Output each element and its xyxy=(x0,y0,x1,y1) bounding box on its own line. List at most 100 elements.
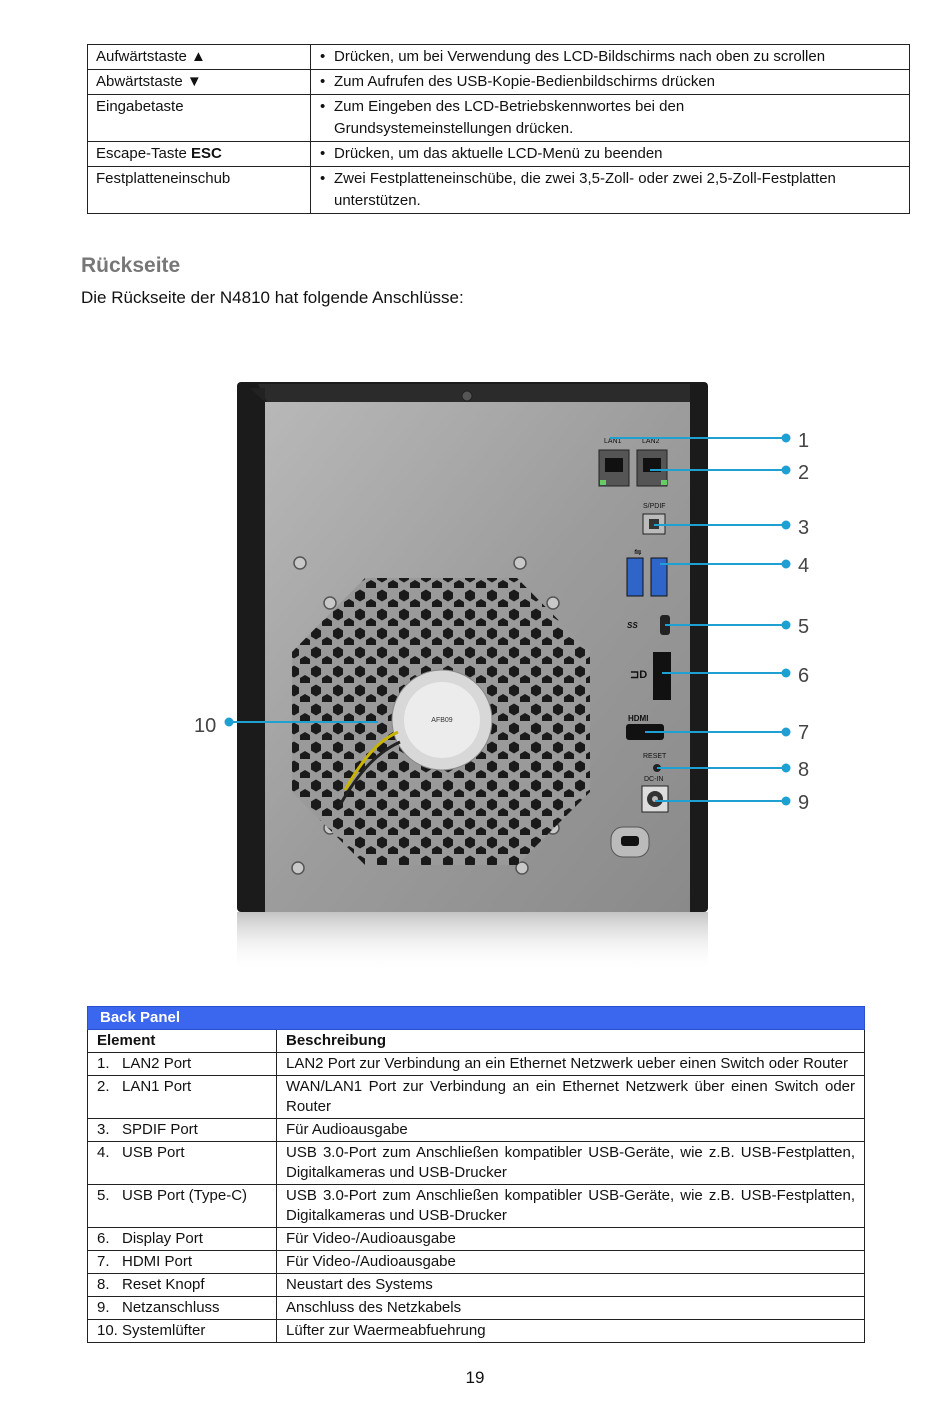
dcin-label: DC-IN xyxy=(644,776,663,783)
section-heading: Rückseite xyxy=(81,254,181,277)
element-cell: 3. SPDIF Port xyxy=(87,1118,277,1142)
callout-10: 10 xyxy=(194,715,216,737)
element-cell: Eingabetaste xyxy=(87,94,311,142)
table-row: Festplatteneinschub •Zwei Festplattenein… xyxy=(87,166,910,214)
back-panel-table: Back Panel Element Beschreibung 1. LAN2 P… xyxy=(87,1006,865,1343)
displayport-icon: ⊐D xyxy=(630,669,647,681)
description-cell: Anschluss des Netzkabels xyxy=(276,1296,865,1320)
element-text: LAN2 Port xyxy=(122,1055,192,1072)
table-row: 4.USB Port USB 3.0-Port zum Anschließen … xyxy=(87,1141,865,1185)
element-cell: 10.Systemlüfter xyxy=(87,1319,277,1343)
top-button-table: Aufwärtstaste ▲ •Drücken, um bei Verwend… xyxy=(87,44,910,214)
description-cell: Neustart des Systems xyxy=(276,1273,865,1297)
table-row: 2. LAN1 Port WAN/LAN1 Port zur Verbindung… xyxy=(87,1075,865,1119)
callout-9: 9 xyxy=(798,792,809,814)
element-bold-text: ESC xyxy=(191,145,222,162)
description-cell: Für Audioausgabe xyxy=(276,1118,865,1142)
element-text: Netzanschluss xyxy=(122,1299,220,1316)
table-row: 10.Systemlüfter Lüfter zur Waermeabfuehr… xyxy=(87,1319,865,1343)
element-cell: 6. Display Port xyxy=(87,1227,277,1251)
description-text: unterstützen. xyxy=(334,192,421,209)
element-cell: Festplatteneinschub xyxy=(87,166,311,214)
element-cell: 8. Reset Knopf xyxy=(87,1273,277,1297)
element-cell: 5. USB Port (Type-C) xyxy=(87,1184,277,1228)
description-cell: Für Video-/Audioausgabe xyxy=(276,1250,865,1274)
element-cell: 4. USB Port xyxy=(87,1141,277,1185)
row-number: 8. xyxy=(97,1276,110,1293)
table-row: 9. Netzanschluss Anschluss des Netzkabels xyxy=(87,1296,865,1320)
superspeed-label: SS xyxy=(627,621,638,630)
row-number: 9. xyxy=(97,1299,110,1316)
row-number: 4. xyxy=(97,1144,110,1161)
table-row: 3. SPDIF Port Für Audioausgabe xyxy=(87,1118,865,1142)
table-row: Aufwärtstaste ▲ •Drücken, um bei Verwend… xyxy=(87,44,910,70)
callout-8: 8 xyxy=(798,759,809,781)
callout-3: 3 xyxy=(798,517,809,539)
fan-model-label: AFB09 xyxy=(431,717,453,724)
callout-4: 4 xyxy=(798,555,809,577)
nas-back-panel-figure: AFB09 LAN1 LAN2 S/PDIF ⇋ SS ⊐D HDMI RESE… xyxy=(194,382,809,972)
row-number: 10. xyxy=(97,1322,118,1339)
fan-grille: AFB09 xyxy=(292,578,590,865)
callout-7: 7 xyxy=(798,722,809,744)
element-text: LAN1 Port xyxy=(122,1078,192,1095)
description-cell: •Zum Aufrufen des USB-Kopie-Bedienbildsc… xyxy=(310,69,910,95)
callout-6: 6 xyxy=(798,665,809,687)
description-text: Zwei Festplatteneinschübe, die zwei 3,5-… xyxy=(334,170,836,187)
element-cell: 9. Netzanschluss xyxy=(87,1296,277,1320)
table-row: 8. Reset Knopf Neustart des Systems xyxy=(87,1273,865,1297)
element-text: Display Port xyxy=(122,1230,203,1247)
description-cell: •Drücken, um das aktuelle LCD-Menü zu be… xyxy=(310,141,910,167)
element-cell: Abwärtstaste ▼ xyxy=(87,69,311,95)
row-number: 1. xyxy=(97,1055,110,1072)
description-cell: Lüfter zur Waermeabfuehrung xyxy=(276,1319,865,1343)
lan2-label: LAN2 xyxy=(642,438,660,445)
description-cell: USB 3.0-Port zum Anschließen kompatibler… xyxy=(276,1184,865,1228)
description-cell: WAN/LAN1 Port zur Verbindung an ein Ethe… xyxy=(276,1075,865,1119)
callout-numbers: 1 2 3 4 5 6 7 8 9 10 xyxy=(194,430,809,814)
description-text: Zum Eingeben des LCD-Betriebskennwortes … xyxy=(334,98,685,115)
element-text: USB Port (Type-C) xyxy=(122,1187,248,1204)
description-text: Zum Aufrufen des USB-Kopie-Bedienbildsch… xyxy=(334,73,716,90)
callouts xyxy=(224,433,791,806)
lan1-label: LAN1 xyxy=(604,438,622,445)
row-number: 6. xyxy=(97,1230,110,1247)
callout-2: 2 xyxy=(798,462,809,484)
table-row: Eingabetaste •Zum Eingeben des LCD-Betri… xyxy=(87,94,910,142)
element-cell: 1. LAN2 Port xyxy=(87,1052,277,1076)
element-cell: 7. HDMI Port xyxy=(87,1250,277,1274)
row-number: 3. xyxy=(97,1121,110,1138)
usb-port-a xyxy=(626,557,644,597)
element-cell: Escape-Taste ESC xyxy=(87,141,311,167)
description-cell: •Drücken, um bei Verwendung des LCD-Bild… xyxy=(310,44,910,70)
row-number: 7. xyxy=(97,1253,110,1270)
element-text: USB Port xyxy=(122,1144,185,1161)
element-text: Escape-Taste xyxy=(96,145,192,162)
table-row: 5. USB Port (Type-C) USB 3.0-Port zum Ans… xyxy=(87,1184,865,1228)
description-text: Drücken, um das aktuelle LCD-Menü zu bee… xyxy=(334,145,663,162)
table-row: 6.Display Port Für Video-/Audioausgabe xyxy=(87,1227,865,1251)
element-text: SPDIF Port xyxy=(122,1121,198,1138)
description-cell: •Zum Eingeben des LCD-Betriebskennwortes… xyxy=(310,94,910,142)
reset-label: RESET xyxy=(643,753,667,760)
callout-1: 1 xyxy=(798,430,809,452)
table-title-row: Back Panel xyxy=(87,1006,865,1030)
element-text: HDMI Port xyxy=(122,1253,193,1270)
table-title: Back Panel xyxy=(87,1006,865,1030)
table-header-row: Element Beschreibung xyxy=(87,1029,865,1053)
page-number: 19 xyxy=(465,1368,485,1387)
description-cell: •Zwei Festplatteneinschübe, die zwei 3,5… xyxy=(310,166,910,214)
display-port xyxy=(653,652,671,700)
row-number: 2. xyxy=(97,1078,110,1095)
description-text: Grundsystemeinstellungen drücken. xyxy=(334,120,574,137)
element-cell: Aufwärtstaste ▲ xyxy=(87,44,311,70)
table-row: Escape-Taste ESC •Drücken, um das aktuel… xyxy=(87,141,910,167)
row-number: 5. xyxy=(97,1187,110,1204)
column-header-element: Element xyxy=(87,1029,277,1053)
table-row: Abwärtstaste ▼ •Zum Aufrufen des USB-Kop… xyxy=(87,69,910,95)
description-text: Drücken, um bei Verwendung des LCD-Bilds… xyxy=(334,48,826,65)
element-cell: 2. LAN1 Port xyxy=(87,1075,277,1119)
description-cell: LAN2 Port zur Verbindung an ein Ethernet… xyxy=(276,1052,865,1076)
element-text: Reset Knopf xyxy=(122,1276,205,1293)
callout-5: 5 xyxy=(798,616,809,638)
